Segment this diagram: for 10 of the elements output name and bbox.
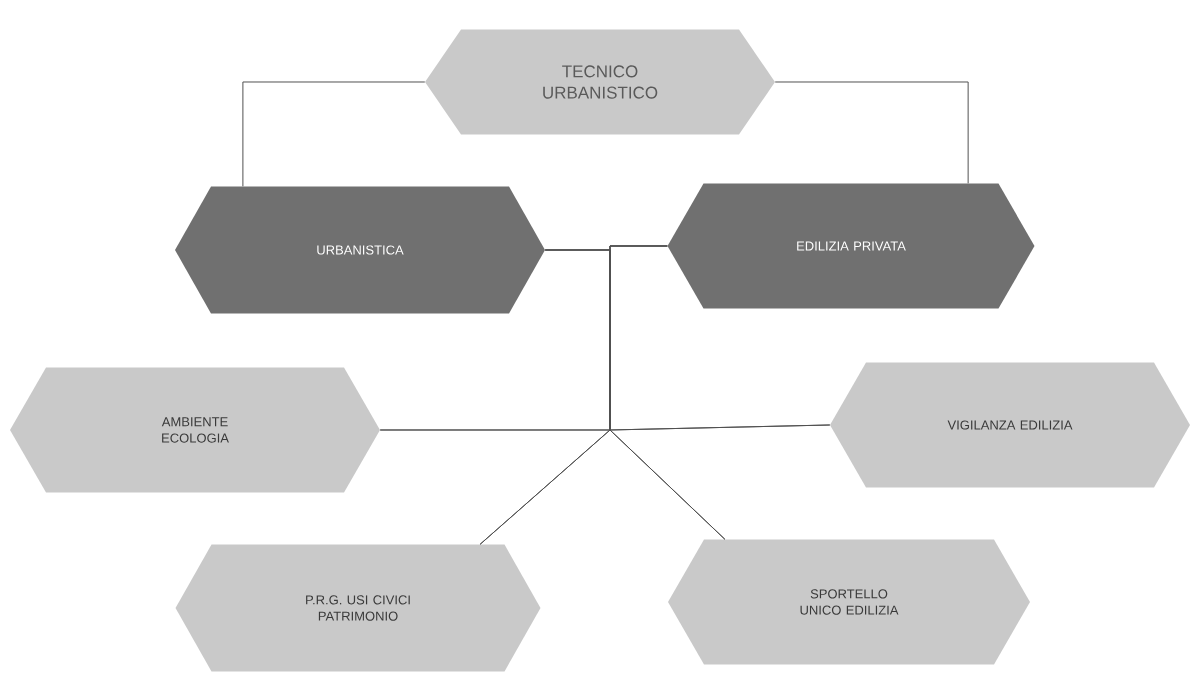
- hexagon-box: P.R.G. USI CIVICI PATRIMONIO: [175, 544, 541, 672]
- connector-line: [242, 81, 426, 187]
- hexagon-box: URBANISTICA: [175, 186, 545, 314]
- hexagon-box: VIGILANZA EDILIZIA: [830, 362, 1190, 488]
- hexagon-box: AMBIENTE ECOLOGIA: [10, 367, 380, 493]
- hexagon-box: EDILIZIA PRIVATA: [667, 183, 1035, 309]
- hexagon-box: TECNICO URBANISTICO: [425, 29, 775, 135]
- connector-line: [774, 81, 969, 184]
- connector-line: [609, 245, 726, 540]
- hexagon-box: SPORTELLO UNICO EDILIZIA: [668, 539, 1030, 665]
